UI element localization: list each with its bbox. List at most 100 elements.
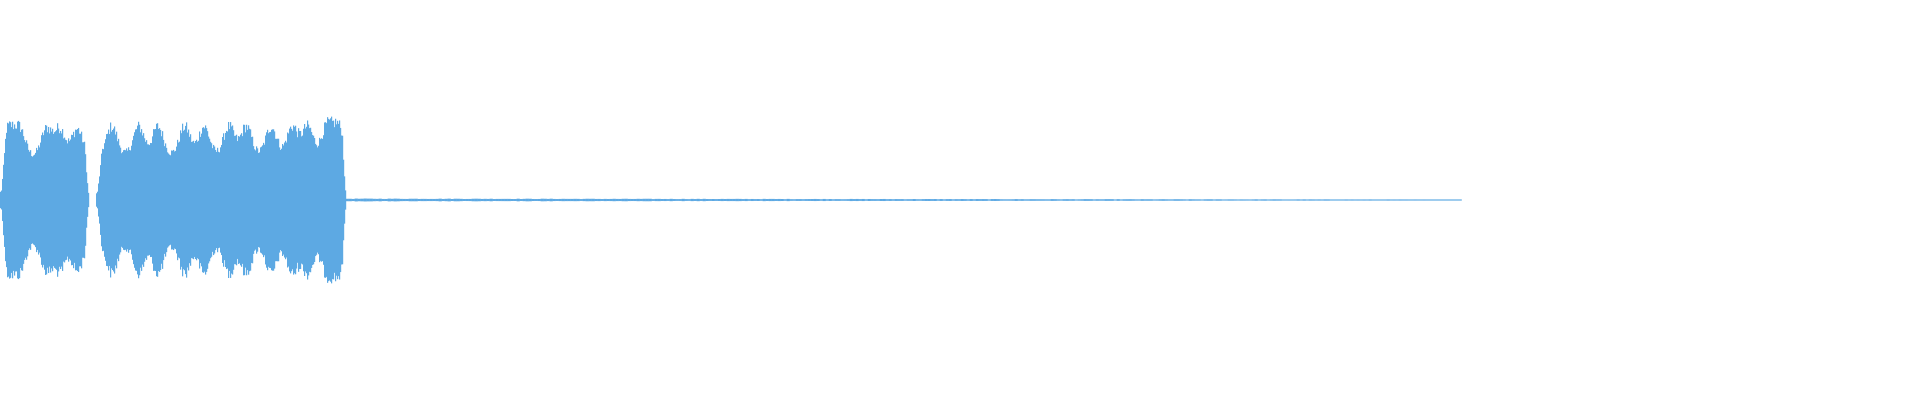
- waveform-bar: [450, 198, 454, 202]
- waveform-bar: [1176, 199, 1180, 201]
- waveform-bar: [1263, 199, 1267, 201]
- waveform-bar: [504, 198, 508, 202]
- waveform-bar: [663, 198, 667, 202]
- waveform-bar: [609, 198, 613, 202]
- waveform-bar: [170, 155, 172, 245]
- waveform-bar: [240, 134, 242, 266]
- waveform-bar: [603, 198, 607, 202]
- waveform-bar: [1299, 199, 1303, 201]
- waveform-bar: [276, 138, 278, 262]
- waveform-bar: [1233, 199, 1237, 201]
- waveform-bar: [259, 152, 261, 248]
- waveform-bar: [120, 147, 122, 253]
- waveform-bar: [279, 147, 281, 253]
- waveform-bar: [930, 199, 934, 201]
- waveform-bar: [264, 144, 266, 256]
- waveform-bar: [322, 138, 324, 262]
- waveform-bar: [238, 136, 240, 264]
- waveform-bar: [1017, 199, 1021, 201]
- waveform-bar: [199, 131, 201, 269]
- waveform-bar: [456, 198, 460, 202]
- waveform-bar: [975, 199, 979, 201]
- waveform-bar: [27, 143, 29, 257]
- waveform-bar: [232, 125, 234, 275]
- waveform-bar: [185, 125, 187, 275]
- waveform-bar: [228, 121, 230, 279]
- waveform-bar: [729, 198, 733, 202]
- waveform-bar: [1194, 199, 1198, 201]
- waveform-bar: [483, 198, 487, 202]
- waveform-bar: [696, 198, 700, 202]
- waveform-bar: [951, 199, 955, 201]
- waveform-bar: [375, 198, 379, 202]
- waveform-bar: [244, 124, 246, 276]
- waveform-bar: [1392, 199, 1396, 201]
- waveform-bar: [354, 198, 358, 202]
- waveform-bar: [1197, 199, 1201, 201]
- waveform-bar: [1170, 199, 1174, 201]
- waveform-bar: [870, 199, 874, 201]
- waveform-bar: [138, 121, 140, 279]
- waveform-bar: [167, 152, 169, 248]
- waveform-bar: [180, 130, 182, 270]
- waveform-bar: [53, 133, 55, 267]
- waveform-bar: [242, 136, 244, 264]
- waveform-bar: [302, 135, 304, 265]
- waveform-bar: [1077, 199, 1081, 201]
- waveform-bar: [594, 198, 598, 202]
- waveform-bar: [1251, 199, 1255, 201]
- waveform-bar: [164, 146, 166, 254]
- waveform-bar: [141, 129, 143, 271]
- waveform-bar: [1365, 199, 1369, 201]
- waveform-bar: [1359, 199, 1363, 201]
- waveform-bar: [1281, 199, 1285, 201]
- waveform-bar: [810, 199, 814, 201]
- waveform-bar: [1140, 199, 1144, 201]
- waveform-bar: [813, 198, 817, 202]
- waveform-bar: [768, 198, 772, 202]
- waveform-bar: [723, 198, 727, 201]
- waveform-bar: [486, 198, 490, 202]
- waveform-bar: [477, 198, 481, 202]
- waveform-bar: [732, 198, 736, 202]
- waveform-bar: [71, 134, 73, 266]
- waveform-bar: [792, 199, 796, 201]
- waveform-bar: [69, 141, 71, 259]
- waveform-bar: [193, 140, 195, 260]
- waveform-bar: [140, 132, 142, 268]
- waveform-bar: [864, 199, 868, 201]
- waveform-bar: [54, 132, 56, 268]
- waveform-bar: [591, 198, 595, 202]
- waveform-bar: [201, 133, 203, 267]
- waveform-bar: [22, 129, 24, 271]
- waveform-bar: [116, 131, 118, 269]
- waveform-bar: [1035, 199, 1039, 201]
- waveform-bar: [1341, 199, 1345, 201]
- waveform-bar: [900, 199, 904, 201]
- waveform-bar: [184, 129, 186, 271]
- waveform-bar: [393, 198, 397, 202]
- waveform-bar: [1440, 199, 1444, 201]
- waveform-bar: [1368, 199, 1372, 201]
- waveform-bar: [1248, 199, 1252, 201]
- waveform-bar: [206, 128, 208, 272]
- waveform-bar: [234, 135, 236, 265]
- waveform-bar: [85, 154, 87, 246]
- waveform-bar: [744, 198, 748, 202]
- waveform-bar: [215, 149, 217, 251]
- waveform-bar: [148, 144, 150, 256]
- waveform-bar: [465, 198, 469, 202]
- waveform-bar: [885, 199, 889, 201]
- waveform-bar: [280, 149, 282, 251]
- waveform-bar: [966, 199, 970, 201]
- waveform-bar: [298, 128, 300, 272]
- waveform-bar: [324, 122, 326, 278]
- waveform-bar: [924, 199, 928, 201]
- waveform-bar: [828, 199, 832, 201]
- waveform-bar: [1116, 199, 1120, 201]
- waveform-bar: [1407, 199, 1411, 201]
- waveform-bar: [1101, 199, 1105, 201]
- waveform-bar: [282, 143, 284, 257]
- waveform-bar: [702, 198, 706, 202]
- waveform-bar: [325, 122, 327, 278]
